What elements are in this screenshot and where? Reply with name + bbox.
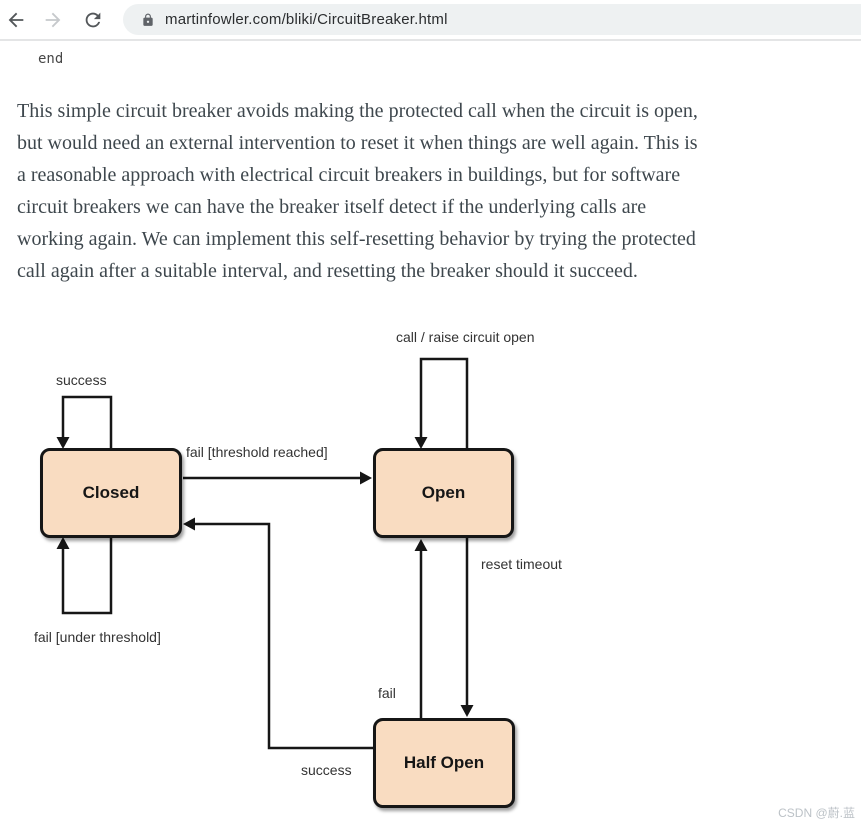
edge-label-success-bottom: success [301, 762, 352, 778]
arrowhead-into-closed-top [56, 437, 70, 449]
edge-half-open-to-closed [192, 522, 375, 750]
paragraph-line: call again after a suitable interval, an… [17, 260, 638, 282]
edge-label-call-raise-circuit-open: call / raise circuit open [396, 329, 535, 345]
article-paragraph: This simple circuit breaker avoids makin… [17, 95, 845, 287]
arrowhead-into-open-left [360, 471, 372, 485]
url-text: martinfowler.com/bliki/CircuitBreaker.ht… [165, 11, 448, 28]
lock-icon [143, 13, 153, 26]
arrowhead-into-open-bottom [414, 539, 428, 551]
state-open-label: Open [421, 483, 466, 502]
state-open: Open [373, 448, 514, 538]
back-icon[interactable] [5, 9, 27, 31]
paragraph-line: a reasonable approach with electrical ci… [17, 164, 681, 186]
paragraph-line: circuit breakers we can have the breaker… [17, 196, 647, 218]
paragraph-line: working again. We can implement this sel… [17, 228, 696, 250]
edge-label-fail-under-threshold: fail [under threshold] [34, 629, 161, 645]
address-bar[interactable]: martinfowler.com/bliki/CircuitBreaker.ht… [123, 4, 861, 35]
edge-label-success-top: success [56, 372, 107, 388]
code-block-tail: end [38, 51, 64, 67]
browser-toolbar: martinfowler.com/bliki/CircuitBreaker.ht… [0, 0, 861, 41]
state-closed: Closed [40, 448, 182, 538]
arrowhead-into-closed-bottom [56, 537, 70, 549]
edge-closed-self-bottom [61, 536, 113, 615]
edge-closed-self-top [61, 395, 113, 450]
csdn-watermark: CSDN @蔚.蓝 [778, 806, 855, 820]
edge-label-fail-threshold-reached: fail [threshold reached] [186, 444, 328, 460]
edge-label-reset-timeout: reset timeout [481, 556, 562, 572]
edge-label-fail: fail [378, 685, 396, 701]
paragraph-line: This simple circuit breaker avoids makin… [17, 100, 698, 122]
arrowhead-into-half-open-top [460, 705, 474, 717]
arrowhead-into-closed-right [183, 517, 195, 531]
reload-icon[interactable] [82, 9, 104, 31]
state-half-open: Half Open [373, 718, 515, 808]
paragraph-line: but would need an external intervention … [17, 132, 698, 154]
state-half-open-label: Half Open [403, 753, 485, 772]
forward-icon[interactable] [42, 9, 64, 31]
arrowhead-into-open-top [414, 437, 428, 449]
edge-open-self-top [419, 357, 469, 450]
state-closed-label: Closed [82, 483, 140, 502]
